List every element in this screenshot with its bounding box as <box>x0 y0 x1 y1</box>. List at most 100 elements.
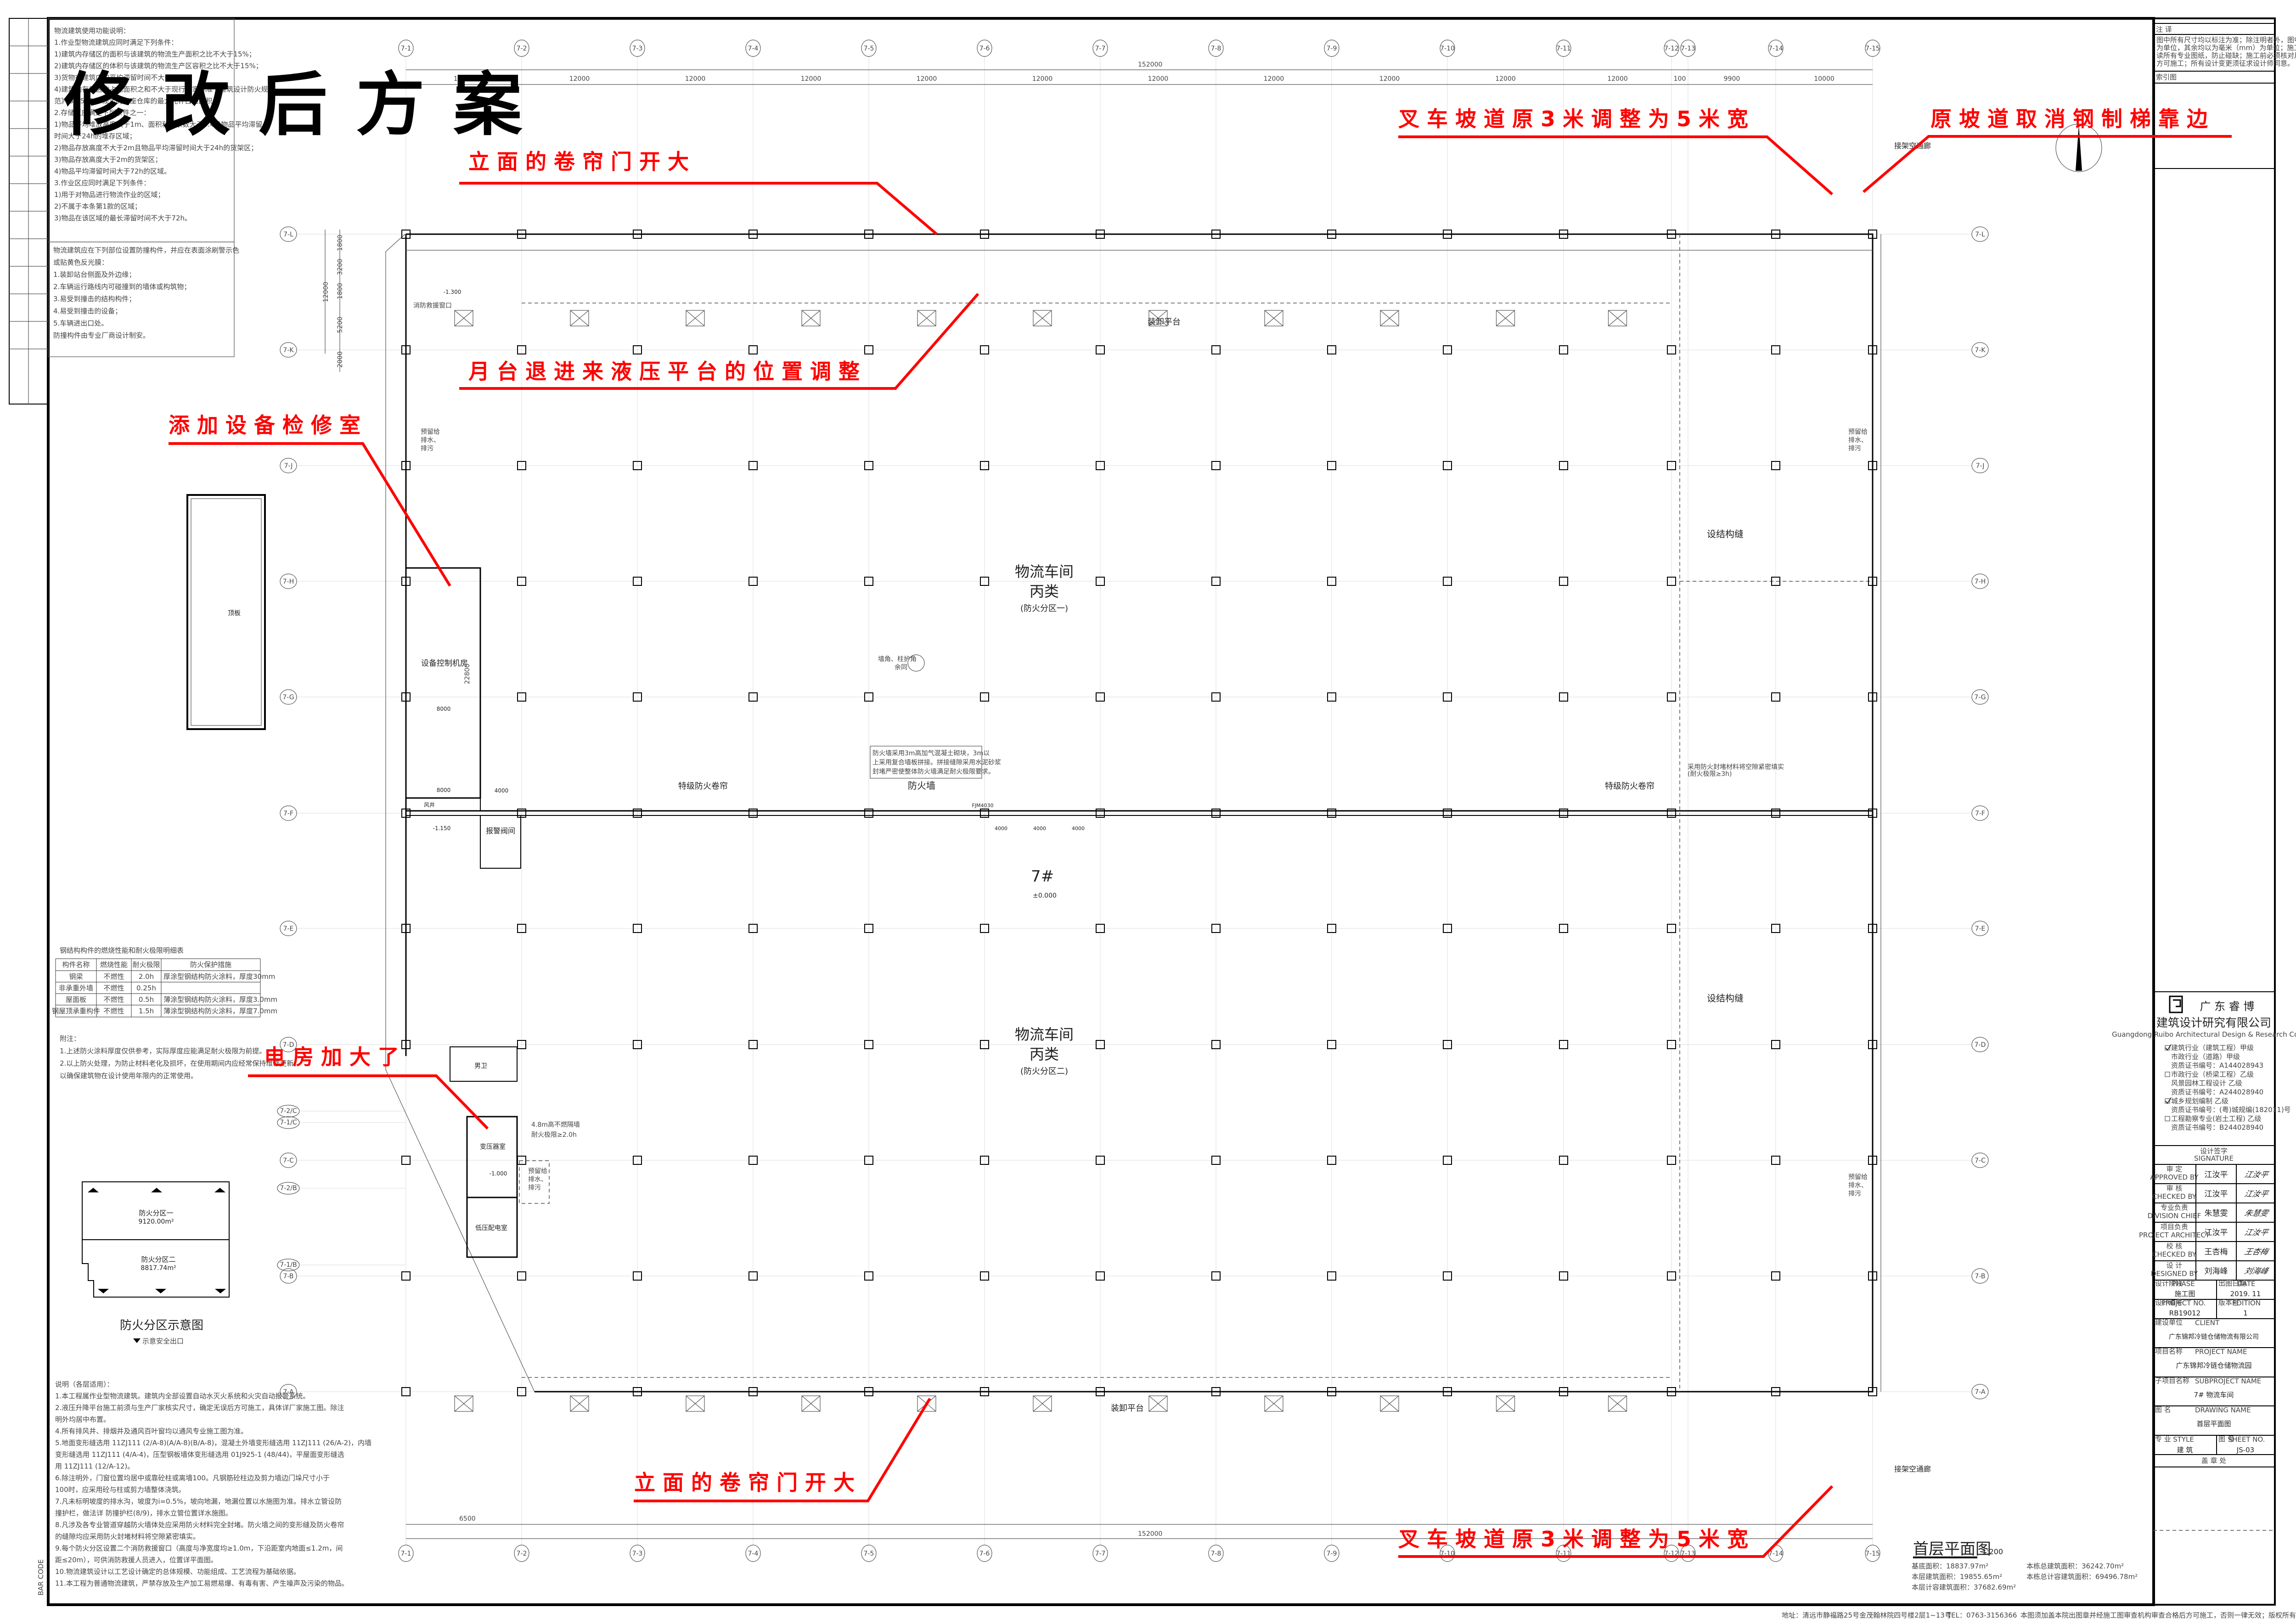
row-axis-bubble <box>1971 226 1989 242</box>
structural-column <box>401 1271 411 1281</box>
table-cell: 薄涂型钢结构防火涂料，厚度3.0mm <box>163 995 277 1004</box>
revision-leader-line <box>459 293 979 390</box>
column-axis-label: 7-5 <box>864 45 874 52</box>
row-axis-label: 7-J <box>1976 462 1985 470</box>
firewall-dimension: 4000 <box>995 826 1007 832</box>
structural-column <box>748 1271 758 1281</box>
structural-column <box>517 230 526 239</box>
row-axis-label: 7-H <box>283 578 294 585</box>
row-axis-label: 7-L <box>1975 231 1985 238</box>
qualification-line: 风景园林工程设计 乙级 <box>2171 1079 2242 1087</box>
transformer-room <box>466 1116 518 1198</box>
signature-name: 江汝平 <box>2205 1190 2228 1199</box>
structural-column <box>1211 1156 1221 1165</box>
row-axis-label: 7-G <box>282 694 294 701</box>
shaft-label: 风井 <box>424 802 435 808</box>
appendix-line: 以确保建筑物在设计使用年限内的正常使用。 <box>60 1072 197 1080</box>
structural-column <box>1327 924 1336 933</box>
structural-column <box>517 692 526 702</box>
left-dimension: 5200 <box>337 317 344 333</box>
structural-column <box>748 1387 758 1396</box>
dock-label-bottom: 装卸平台 <box>1111 1404 1144 1413</box>
exit-arrow-icon <box>98 1289 109 1293</box>
dock-leveler-bottom <box>570 1395 589 1412</box>
revision-annotation-text: 电房加大了 <box>264 1045 406 1069</box>
structural-column <box>1443 230 1452 239</box>
column-axis-label: 7-2 <box>517 1550 527 1557</box>
field-value: 广东锦邦冷链仓储物流有限公司 <box>2169 1333 2259 1341</box>
detail-callout-icon <box>907 654 925 672</box>
dock-leveler-bottom <box>454 1395 473 1412</box>
column-axis-bubble <box>861 1545 877 1562</box>
revision-leader-line <box>169 442 451 587</box>
row-axis-bubble <box>280 1037 297 1052</box>
field-label-en: PROJECT NAME <box>2195 1348 2247 1356</box>
table-cell: 厚涂型钢结构防火涂料，厚度30mm <box>163 972 275 981</box>
structural-column <box>633 230 642 239</box>
row-axis-label: 7-A <box>1975 1388 1986 1396</box>
notes-function-line: 3)物品存放高度大于2m的货架区； <box>54 156 162 164</box>
hall-class-zone2: 丙类 <box>1030 1045 1059 1063</box>
row-axis-label: 7-B <box>1975 1273 1985 1280</box>
structural-column <box>864 1040 873 1049</box>
row-axis-label: 7-D <box>1975 1041 1986 1049</box>
reserved-label: 排污 <box>1848 445 1861 452</box>
dock-leveler-box <box>570 310 589 326</box>
dock-leveler-box <box>1496 310 1515 326</box>
structural-column <box>1443 461 1452 470</box>
row-axis-bubble <box>280 805 297 821</box>
structural-column <box>980 1156 989 1165</box>
notes-function-line: 1)物品平均堆放高度大于1m、面积利用系数大于0.4且物品平均滞留 <box>54 120 262 129</box>
structural-column <box>1096 577 1105 586</box>
notes-function-line: 2)物品存放高度不大于2m且物品平均滞留时间大于24h的货架区； <box>54 144 258 152</box>
zone1-area: 9120.00m² <box>138 1218 174 1225</box>
signature-header: 设计签字 <box>2200 1147 2228 1155</box>
transformer-label: 变压器室 <box>480 1143 506 1151</box>
structural-column <box>1868 809 1877 818</box>
structural-column <box>1096 692 1105 702</box>
exit-arrow-icon <box>214 1188 225 1192</box>
column-axis-label: 7-8 <box>1211 1550 1221 1557</box>
field-value: 施工图 <box>2174 1290 2195 1298</box>
structural-column <box>517 461 526 470</box>
reserved-label: 排水、 <box>1848 437 1868 444</box>
corridor-label-bottom: 接架空通廊 <box>1894 1465 1931 1473</box>
row-axis-bubble <box>280 1152 297 1168</box>
area-summary-line: 基底面积：18837.97m² <box>1912 1562 1988 1570</box>
firewall-note-line: 上采用复合墙板拼接。拼接缝隙采用水泥砂浆 <box>872 759 1001 766</box>
structural-column <box>517 809 526 818</box>
revision-leader-line <box>1863 135 2232 193</box>
handwritten-signature: 江汝平 <box>2243 1170 2270 1180</box>
column-axis-label: 7-6 <box>979 1550 990 1557</box>
elevation-label: -1.300 <box>444 289 461 295</box>
row-axis-bubble <box>280 921 297 936</box>
row-axis-label: 7-C <box>283 1157 294 1164</box>
sub-axis-label: 7-2/C <box>280 1107 297 1115</box>
qualification-line: 资质证书编号：A144028943 <box>2171 1062 2263 1070</box>
drawing-frame: BAR CODE <box>9 17 2276 1606</box>
structural-column <box>633 809 642 818</box>
revision-annotation: 立面的卷帘门开大 <box>459 149 938 236</box>
qualification-line: 资质证书编号：B244028940 <box>2171 1124 2263 1132</box>
column-axis-bubble <box>1208 39 1224 57</box>
field-value: 建 筑 <box>2177 1446 2193 1454</box>
dock-leveler-cross <box>801 310 821 326</box>
column-axis-label: 7-4 <box>748 45 759 52</box>
field-value: 2019. 11 <box>2230 1290 2261 1298</box>
general-note-line: 用 11ZJ111 (12/A-12)。 <box>55 1462 134 1471</box>
notes-function-line: 时间大于24h的堆存区域； <box>54 132 136 140</box>
appendix-line: 附注： <box>60 1034 80 1043</box>
structural-column <box>633 1387 642 1396</box>
structural-column <box>1667 230 1676 239</box>
field-value: JS-03 <box>2236 1446 2254 1454</box>
structural-column <box>1771 1156 1780 1165</box>
equipment-dimension: 8000 <box>437 787 451 793</box>
structural-column <box>1667 809 1676 818</box>
row-axis-label: 7-A <box>283 1388 294 1396</box>
field-label-en: STYLE <box>2173 1435 2194 1444</box>
notes-function-line: 2)建筑内存储区的体积与该建筑的物流生产区容积之比不大于15%； <box>54 62 263 70</box>
joint-label-1: 设结构缝 <box>1707 528 1744 539</box>
area-summary-line: 本层计容建筑面积：37682.69m² <box>1912 1583 2016 1591</box>
row-axis-bubble <box>1971 1384 1989 1399</box>
row-axis-label: 7-K <box>1975 347 1986 354</box>
